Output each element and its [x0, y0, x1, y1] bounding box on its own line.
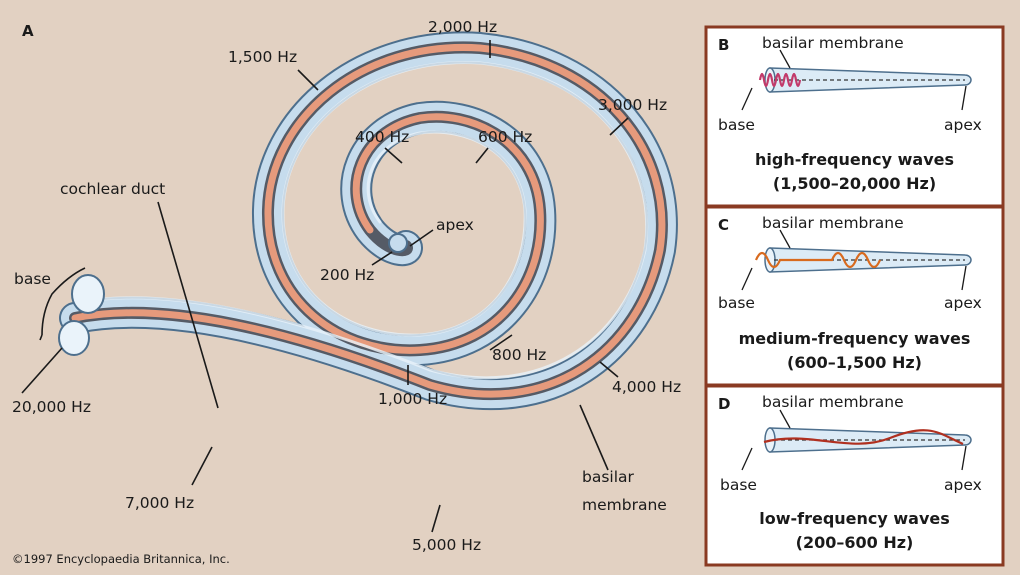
apex-curl [388, 233, 408, 253]
label-800hz: 800 Hz [492, 346, 547, 364]
panel-letter-a: A [22, 22, 34, 40]
panel-frame-d [704, 384, 1005, 567]
panel-tubes [741, 49, 972, 471]
panel-b-membrane-label: basilar membrane [762, 34, 904, 52]
panel-letter-c: C [718, 216, 730, 234]
panel-c-membrane-leader [779, 229, 791, 249]
panel-b-caption-2: (1,500–20,000 Hz) [772, 174, 937, 193]
panel-d-base-leader [741, 447, 753, 471]
panel-c-tube-mouth [764, 247, 776, 273]
leader-200 [371, 251, 393, 266]
panel-c-base-leader [741, 267, 753, 291]
label-2000hz: 2,000 Hz [428, 18, 498, 36]
panel-d-caption-1: low-frequency waves [759, 509, 950, 528]
base-bracket [39, 267, 86, 341]
label-membrane: membrane [582, 496, 667, 514]
panel-c-caption-2: (600–1,500 Hz) [787, 353, 922, 372]
label-base: base [14, 270, 51, 288]
label-3000hz: 3,000 Hz [598, 96, 668, 114]
label-1000hz: 1,000 Hz [378, 390, 448, 408]
panel-b-base-leader [741, 87, 753, 111]
panel-frame-b [704, 25, 1005, 208]
leader-800 [489, 334, 513, 351]
panel-b-wave [758, 72, 802, 88]
panel-c-tube [769, 247, 972, 273]
panel-d-membrane-label: basilar membrane [762, 393, 904, 411]
cochlea-spiral [59, 31, 678, 411]
label-1500hz: 1,500 Hz [228, 48, 298, 66]
label-20000hz: 20,000 Hz [12, 398, 91, 416]
panel-d-tube [769, 427, 972, 453]
leader-apex [409, 229, 434, 247]
panel-b-tube-mouth [764, 67, 776, 93]
leader-4000 [599, 361, 619, 378]
panel-c-base-label: base [718, 294, 755, 312]
panel-b-base-label: base [718, 116, 755, 134]
label-basilar: basilar [582, 468, 634, 486]
base-openings [58, 274, 105, 356]
panel-d-apex-label: apex [944, 476, 982, 494]
label-7000hz: 7,000 Hz [125, 494, 195, 512]
panel-d-apex-leader [961, 445, 967, 471]
leader-400 [384, 147, 403, 164]
leader-lines [21, 40, 629, 533]
label-200hz: 200 Hz [320, 266, 375, 284]
leader-7000 [191, 446, 213, 486]
label-apex: apex [436, 216, 474, 234]
label-600hz: 600 Hz [478, 128, 533, 146]
leader-1500 [297, 69, 319, 91]
panel-c-apex-label: apex [944, 294, 982, 312]
leader-20000 [21, 347, 63, 394]
panel-d-membrane-leader [779, 409, 791, 429]
leader-3000 [609, 117, 629, 136]
panel-b-apex-leader [961, 85, 967, 111]
panel-frame-c [704, 205, 1005, 387]
lower-opening [58, 320, 90, 356]
leader-basilar [579, 404, 609, 471]
panel-c-caption-1: medium-frequency waves [738, 329, 971, 348]
panel-frames [704, 25, 1005, 567]
upper-opening [71, 274, 105, 314]
panel-d-base-label: base [720, 476, 757, 494]
label-5000hz: 5,000 Hz [412, 536, 482, 554]
leader-600 [475, 147, 489, 164]
panel-b-tube [769, 67, 972, 93]
panel-c-membrane-label: basilar membrane [762, 214, 904, 232]
panel-letter-d: D [718, 395, 731, 413]
panel-b-membrane-leader [779, 49, 791, 69]
leader-cochlear-duct [157, 201, 219, 409]
panel-c-wave [754, 251, 882, 269]
panel-d-wave [763, 429, 964, 446]
label-4000hz: 4,000 Hz [612, 378, 682, 396]
copyright-notice: ©1997 Encyclopaedia Britannica, Inc. [12, 552, 230, 566]
label-cochlear-duct: cochlear duct [60, 180, 166, 198]
cochlear-duct-band [71, 43, 666, 398]
panel-c-apex-leader [961, 265, 967, 291]
panel-letter-b: B [718, 36, 730, 54]
leader-5000 [431, 504, 441, 533]
panel-b-caption-1: high-frequency waves [754, 150, 954, 169]
panel-b-apex-label: apex [944, 116, 982, 134]
tube-highlight [73, 61, 649, 380]
panel-d-caption-2: (200–600 Hz) [795, 533, 914, 552]
label-400hz: 400 Hz [355, 128, 410, 146]
